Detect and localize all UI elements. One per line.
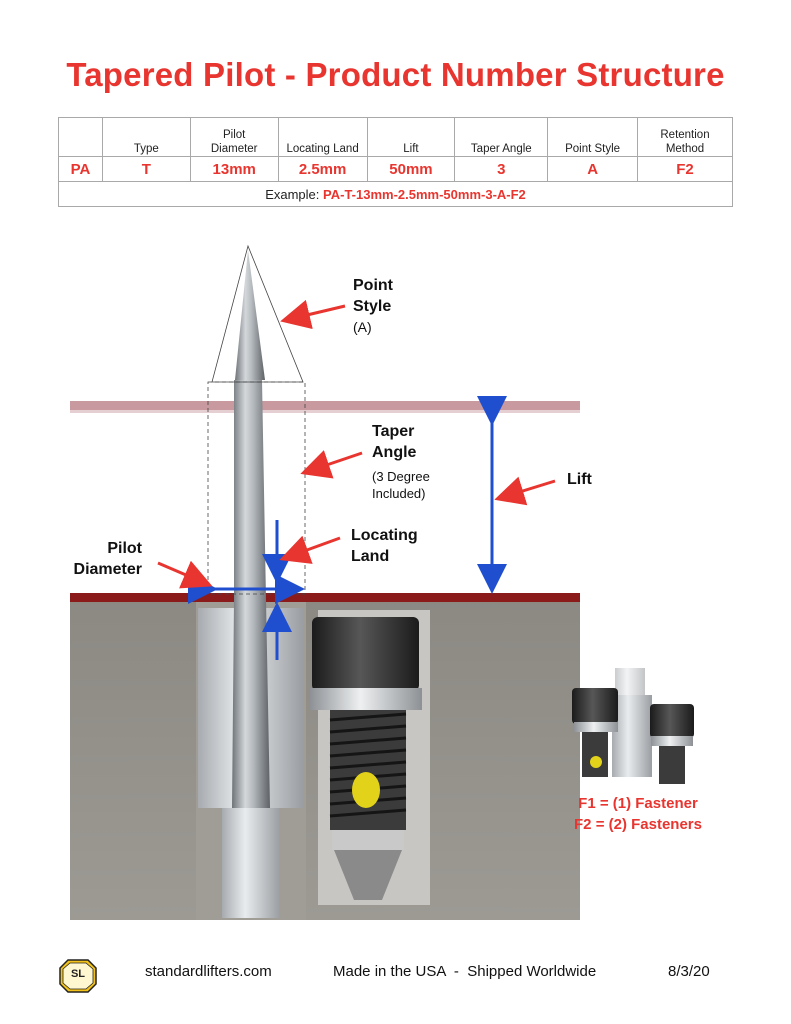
screw-tip — [334, 850, 402, 900]
label-locating-line1: Locating — [351, 527, 418, 544]
header-retention-method: Retention Method — [660, 129, 710, 155]
table-header-row: Type Pilot Diameter Locating Land Lift T… — [58, 117, 733, 157]
fastener-f2: F2 = (2) Fasteners — [574, 816, 702, 833]
label-taper-line4: Included) — [372, 486, 426, 501]
label-pilot-line1: Pilot — [107, 540, 142, 557]
logo-text: SL — [70, 968, 86, 980]
table-header-cell: Pilot Diameter — [189, 117, 279, 157]
table-header-cell: Lift — [366, 117, 456, 157]
fastener-inset-image — [572, 668, 694, 784]
label-taper-line3: (3 Degree — [372, 469, 430, 484]
top-plate-shade — [70, 410, 580, 413]
example-value: PA-T-13mm-2.5mm-50mm-3-A-F2 — [323, 186, 526, 202]
locating-land-leader — [279, 535, 341, 564]
pilot-stem — [222, 808, 280, 918]
label-taper-angle: Taper Angle — [372, 421, 416, 463]
top-plate — [70, 401, 580, 410]
bottom-plate — [70, 593, 580, 602]
table-example-row: Example: PA-T-13mm-2.5mm-50mm-3-A-F2 — [58, 181, 733, 207]
table-value-row: PA T 13mm 2.5mm 50mm 3 A F2 — [58, 156, 733, 182]
label-pilot-line2: Diameter — [73, 561, 142, 578]
label-pilot-diameter: Pilot Diameter — [66, 538, 142, 580]
label-point-style: Point Style (A) — [353, 275, 393, 338]
label-locating-line2: Land — [351, 548, 390, 565]
label-taper-line1: Taper — [372, 423, 415, 440]
label-taper-note: (3 Degree Included) — [372, 468, 430, 502]
example-cell: Example: PA-T-13mm-2.5mm-50mm-3-A-F2 — [58, 181, 733, 207]
lift-arrow — [494, 476, 556, 506]
label-lift: Lift — [567, 471, 592, 488]
pilot-point — [235, 250, 265, 380]
table-header-cell: Type — [101, 117, 191, 157]
footer-made-in-usa: Made in the USA - Shipped Worldwide — [333, 963, 597, 980]
pilot-shaft — [232, 380, 270, 808]
screw-washer — [310, 688, 422, 710]
table-header-cell: Taper Angle — [454, 117, 549, 157]
label-taper-line2: Angle — [372, 444, 417, 461]
footer-website[interactable]: standardlifters.com — [145, 963, 272, 980]
screw-lower — [332, 830, 404, 850]
pilot-diameter-leader — [157, 560, 213, 589]
taper-angle-arrow — [300, 450, 363, 479]
table-header-cell — [58, 117, 103, 157]
point-style-arrow — [280, 299, 346, 330]
footer: SL standardlifters.com Made in the USA -… — [0, 960, 791, 990]
example-label: Example: — [265, 186, 320, 202]
label-point-style-line3: (A) — [353, 319, 372, 335]
label-point-style-line2: Style — [353, 298, 392, 315]
table-header-cell: Point Style — [547, 117, 639, 157]
label-point-style-line1: Point — [353, 277, 393, 294]
sl-logo-icon — [59, 959, 97, 993]
header-pilot-diameter: Pilot Diameter — [210, 129, 258, 155]
label-locating-land: Locating Land — [351, 525, 418, 567]
table-value-cell: 50mm — [366, 156, 456, 182]
table-value-cell: F2 — [637, 156, 733, 182]
nylon-patch — [352, 772, 380, 808]
footer-logo: SL — [64, 962, 92, 986]
footer-date: 8/3/20 — [668, 963, 710, 980]
fastener-legend: F1 = (1) Fastener F2 = (2) Fasteners — [548, 793, 728, 835]
fastener-f1: F1 = (1) Fastener — [578, 795, 698, 812]
screw-head — [312, 617, 419, 691]
product-number-table: Type Pilot Diameter Locating Land Lift T… — [58, 117, 733, 207]
table-value-cell: PA — [58, 156, 103, 182]
page-title: Tapered Pilot - Product Number Structure — [66, 56, 725, 93]
